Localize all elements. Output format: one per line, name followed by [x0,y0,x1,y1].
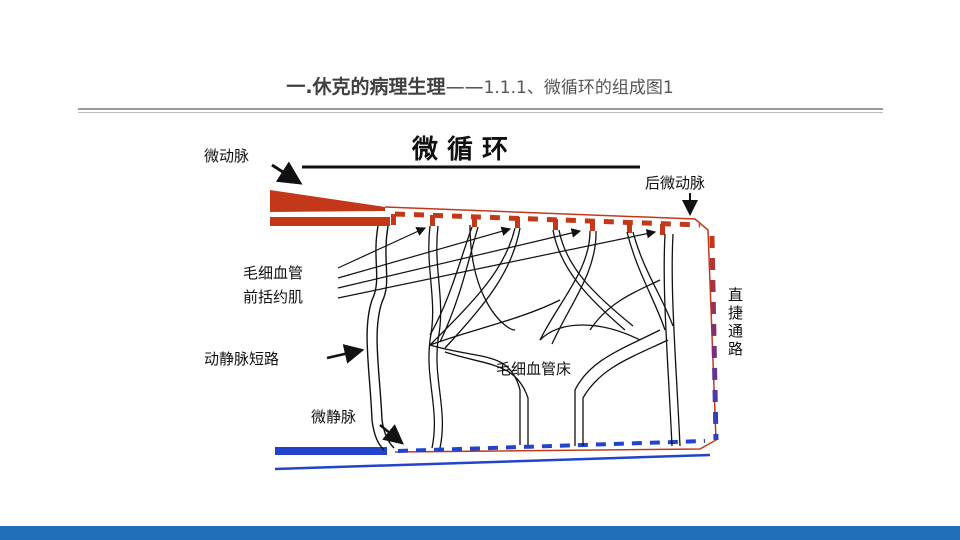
venule-vessel [275,447,387,455]
arteriole-lower-wall [270,217,390,226]
label-thoroughfare-4: 路 [728,340,743,358]
label-thoroughfare-1: 直 [728,286,743,304]
precapillary-sphincters [391,214,665,235]
title-main: 一.休克的病理生理 [286,76,446,98]
title-dash: —— [445,76,484,98]
label-precap-line2: 前括约肌 [243,288,303,306]
label-metarteriole: 后微动脉 [645,174,705,192]
label-thoroughfare-3: 通 [728,322,743,340]
label-thoroughfare-2: 捷 [728,304,743,322]
title-divider [78,108,883,113]
metarteriole-dashed-wall [394,211,701,228]
label-precap-line1: 毛细血管 [243,264,303,282]
capillary-network [428,224,681,449]
arteriole-vessel [270,190,385,212]
footer-bar [0,526,960,540]
pointer-arrows [271,161,698,445]
label-venule: 微静脉 [311,408,356,426]
venule-dashed-wall [397,439,706,453]
label-av-shunt: 动静脉短路 [204,350,279,368]
title-subtitle: 1.1.1、微循环的组成图1 [483,78,674,98]
label-arteriole: 微动脉 [204,147,249,165]
venule-lower-wall [274,453,711,471]
diagram-heading: 微 循 环 [411,134,508,165]
av-shunt-vessel [366,225,395,451]
slide-title: 一.休克的病理生理——1.1.1、微循环的组成图1 [0,72,960,99]
label-capillary-bed: 毛细血管床 [496,360,571,378]
